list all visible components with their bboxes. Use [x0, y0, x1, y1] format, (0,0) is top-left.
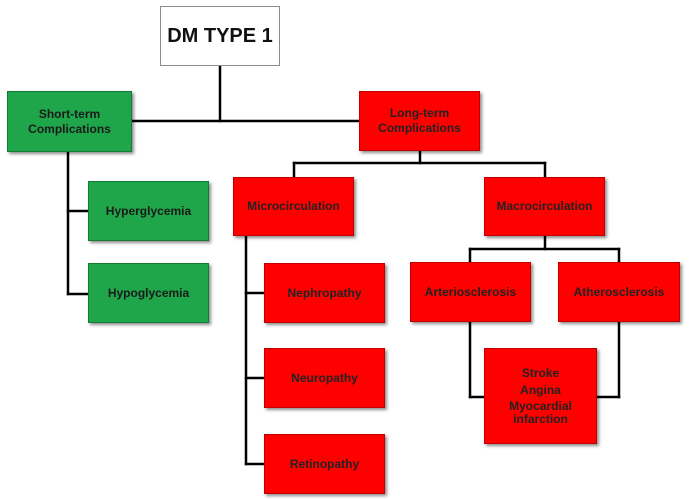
root-label: DM TYPE 1	[167, 24, 273, 47]
short-term-label-line2: Complications	[28, 121, 111, 136]
macro-outcomes-node: Stroke Angina Myocardial infarction	[484, 348, 597, 444]
nephropathy-label: Nephropathy	[287, 285, 362, 300]
hypoglycemia-node: Hypoglycemia	[88, 263, 209, 323]
long-term-complications-node: Long-term Complications	[359, 91, 480, 151]
macrocirculation-node: Macrocirculation	[484, 177, 605, 236]
infarction-label: infarction	[513, 412, 568, 427]
hyperglycemia-node: Hyperglycemia	[88, 181, 209, 241]
short-term-label-line1: Short-term	[38, 106, 101, 121]
arteriosclerosis-node: Arteriosclerosis	[410, 262, 531, 322]
long-term-label-line2: Complications	[378, 121, 461, 135]
atherosclerosis-node: Atherosclerosis	[558, 262, 680, 322]
retinopathy-node: Retinopathy	[264, 434, 385, 494]
hyperglycemia-label: Hyperglycemia	[105, 203, 192, 218]
stroke-label: Stroke	[521, 365, 560, 380]
neuropathy-node: Neuropathy	[264, 348, 385, 408]
long-term-label-line1: Long-term	[389, 106, 450, 120]
hypoglycemia-label: Hypoglycemia	[107, 285, 190, 300]
atherosclerosis-label: Atherosclerosis	[573, 284, 665, 299]
retinopathy-label: Retinopathy	[289, 456, 360, 471]
myocardial-label: Myocardial	[509, 398, 572, 413]
angina-label: Angina	[520, 383, 561, 398]
nephropathy-node: Nephropathy	[264, 263, 385, 323]
root-node-dm-type-1: DM TYPE 1	[160, 6, 280, 66]
microcirculation-node: Microcirculation	[233, 177, 354, 236]
macrocirculation-label: Macrocirculation	[496, 199, 593, 213]
arteriosclerosis-label: Arteriosclerosis	[424, 284, 517, 299]
microcirculation-label: Microcirculation	[247, 199, 340, 213]
neuropathy-label: Neuropathy	[291, 370, 358, 385]
short-term-complications-node: Short-term Complications	[7, 91, 132, 152]
